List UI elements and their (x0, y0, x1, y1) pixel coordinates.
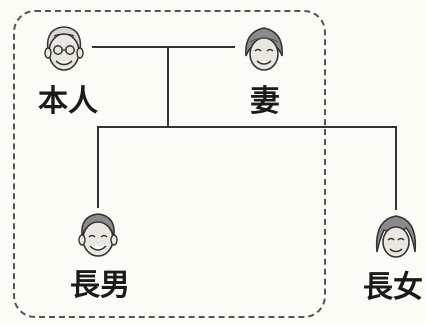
daughter-branch-line (395, 126, 397, 210)
eldest-son-label: 長男 (70, 268, 130, 303)
man-face-icon (78, 213, 118, 257)
self-label: 本人 (38, 84, 98, 119)
eldest-daughter-label: 長女 (363, 270, 423, 305)
parents-descent-line (167, 46, 169, 126)
marriage-line (92, 46, 235, 48)
children-horizontal-line (97, 126, 397, 128)
old-man-face-icon (44, 26, 84, 71)
woman-face-icon (375, 215, 417, 258)
old-woman-face-icon (245, 27, 283, 71)
wife-label: 妻 (250, 84, 280, 119)
dashed-group-border (13, 10, 326, 318)
son-branch-line (97, 126, 99, 208)
